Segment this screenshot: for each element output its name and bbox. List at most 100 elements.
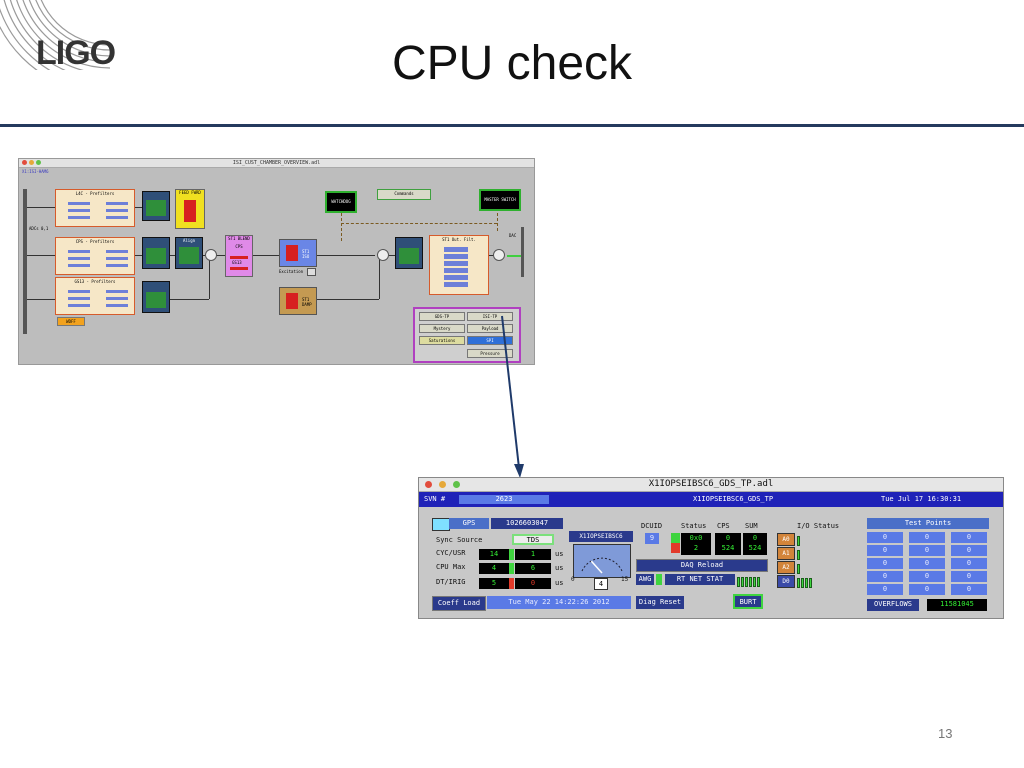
test-point-cell: 0 [951,584,987,595]
test-point-cell: 0 [951,532,987,543]
coord-transform-3[interactable] [142,281,170,313]
gps-status-icon [432,518,450,531]
callout-arrow [501,315,524,478]
pressure-button[interactable]: Pressure [467,349,513,358]
test-point-cell: 0 [867,532,903,543]
close-dot-icon[interactable] [22,160,27,165]
io-leds-a2 [797,561,801,574]
svn-label: SVN # [424,495,446,503]
gps-label: GPS [449,518,489,529]
test-point-cell: 0 [909,584,945,595]
rt-net-stat-leds [737,574,761,587]
title-rule [0,124,1024,127]
sync-source-label: Sync Source [436,536,483,544]
dcuid-value: 9 [645,533,659,544]
window-title: ISI_CUST_CHAMBER_OVERVIEW.adl [232,160,321,166]
spi-button[interactable]: SPI [467,336,513,345]
model-screen-button[interactable]: X1IOPSEIBSC6 [569,531,633,542]
diag-reset-button[interactable]: Diag Reset [636,596,684,609]
svn-value: 2623 [459,495,549,504]
st1-damp-block[interactable]: ST1 DAMP [279,287,317,315]
align-block[interactable]: Align [175,237,203,269]
zoom-dot-icon[interactable] [453,481,460,488]
commands-button[interactable]: Commands [377,189,431,200]
minimize-dot-icon[interactable] [439,481,446,488]
wdff-button[interactable]: WDFF [57,317,85,326]
io-button-a0[interactable]: A0 [777,533,795,546]
io-button-d0[interactable]: D0 [777,575,795,588]
daq-reload-button[interactable]: DAQ Reload [636,559,768,572]
overflows-value: 11581045 [927,599,987,611]
coord-transform-2[interactable] [142,237,170,269]
burt-button[interactable]: BURT [733,594,763,609]
gds-tp-button[interactable]: GDS-TP [419,312,465,321]
test-point-cell: 0 [867,558,903,569]
payload-button[interactable]: Payload [467,324,513,333]
gps-value: 1026603047 [491,518,563,529]
zoom-dot-icon[interactable] [36,160,41,165]
watchdog-button[interactable]: WATCHDOG [325,191,357,213]
cpu-gauge [573,544,631,578]
coeff-load-time: Tue May 22 14:22:26 2012 [487,596,631,609]
usr-value: 1 [515,549,551,560]
test-point-cell: 0 [909,532,945,543]
close-dot-icon[interactable] [425,481,432,488]
test-point-cell: 0 [867,571,903,582]
irig-value: 0 [515,578,551,589]
gauge-value: 4 [594,578,608,590]
rt-net-stat-label: RT NET STAT [665,574,735,585]
header-bar: SVN # 2623 X1IOPSEIBSC6_GDS_TP Tue Jul 1… [419,492,1003,507]
gs13-prefilters-box[interactable]: GS13 - Prefilters [55,277,135,315]
model-name: X1IOPSEIBSC6_GDS_TP [693,495,774,503]
sum-node-2 [377,249,389,261]
cyc-usr-label: CYC/USR [436,549,466,557]
gauge-min: 0 [571,576,575,583]
awg-label: AWG [636,574,654,585]
dt-value: 5 [479,578,509,589]
st1-iso-block[interactable]: ST1 ISO [279,239,317,267]
mystery-button[interactable]: Mystery [419,324,465,333]
st1-out-filt-box[interactable]: ST1 Out. Filt. [429,235,489,295]
header-datetime: Tue Jul 17 16:30:31 [881,495,962,503]
io-leds-a1 [797,547,801,560]
test-points-label: Test Points [867,518,989,529]
excitation-toggle[interactable] [307,268,316,276]
cpu-max-value-b: 6 [515,563,551,574]
window-title: X1IOPSEIBSC6_GDS_TP.adl [648,479,774,489]
test-point-cell: 0 [951,571,987,582]
test-point-cell: 0 [909,545,945,556]
overflows-label: OVERFLOWS [867,599,919,611]
io-leds-a0 [797,533,801,546]
io-button-a2[interactable]: A2 [777,561,795,574]
slide-title: CPU check [391,37,633,90]
test-point-cell: 0 [951,545,987,556]
isi-tp-button[interactable]: ISI-TP [467,312,513,321]
coord-transform-4[interactable] [395,237,423,269]
page-number: 13 [938,726,953,741]
io-leds-d0 [797,575,813,588]
sync-source-value: TDS [512,534,554,545]
sum-node-1 [205,249,217,261]
master-switch-button[interactable]: MASTER SWITCH [479,189,521,211]
isi-overview-window: ISI_CUST_CHAMBER_OVERVIEW.adl X1:ISI-HAM… [18,158,535,365]
adc-label: ADCs 0,1 [29,226,49,231]
test-point-cell: 0 [867,584,903,595]
feed-forward-block[interactable]: FEED FWRD [175,189,205,229]
output-switch[interactable] [493,249,505,261]
cyc-value: 14 [479,549,509,560]
dt-irig-label: DT/IRIG [436,578,466,586]
saturations-button[interactable]: Saturations [419,336,465,345]
minimize-dot-icon[interactable] [29,160,34,165]
gds-tp-window: X1IOPSEIBSC6_GDS_TP.adl SVN # 2623 X1IOP… [418,477,1004,619]
st1-blend-block[interactable]: ST1 BLEND CPS GS13 [225,235,253,277]
cps-prefilters-box[interactable]: CPS - Prefilters [55,237,135,275]
ligo-logo: LIGO [36,34,116,72]
coeff-load-button[interactable]: Coeff Load [432,596,486,611]
l4c-prefilters-box[interactable]: L4C - Prefilters [55,189,135,227]
gauge-max: 15 [621,576,629,583]
io-button-a1[interactable]: A1 [777,547,795,560]
coord-transform-1[interactable] [142,191,170,221]
